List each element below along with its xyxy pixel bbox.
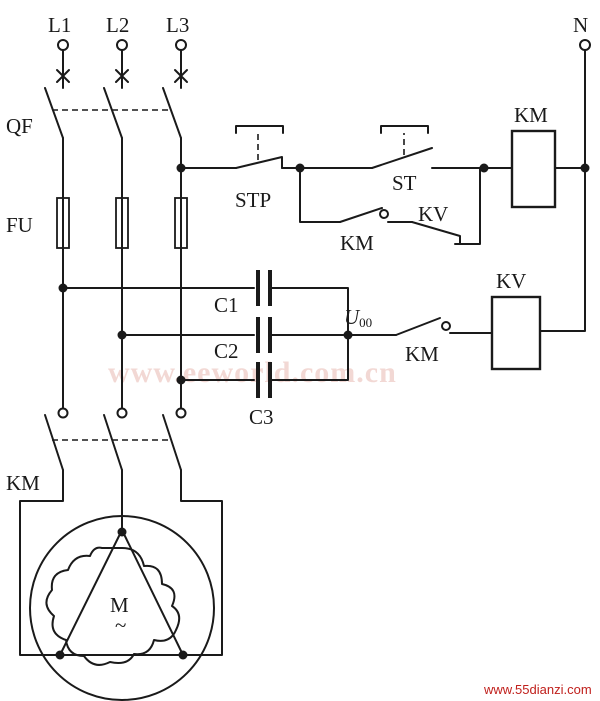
label-stop-button: STP <box>235 188 271 212</box>
supply-terminals <box>57 39 591 51</box>
fuses-fu <box>56 197 188 249</box>
label-main-contactor: KM <box>6 471 40 495</box>
label-km-coil: KM <box>514 103 548 127</box>
label-neutral: N <box>573 13 588 37</box>
terminal-l1 <box>57 39 69 51</box>
km-coil <box>510 129 557 209</box>
label-kv-contact: KV <box>418 202 448 226</box>
label-motor-ac: ~ <box>115 613 126 637</box>
label-l1: L1 <box>48 13 71 37</box>
hold-branch <box>299 167 481 245</box>
label-start-button: ST <box>392 171 417 195</box>
label-capacitor-c1: C1 <box>214 293 239 317</box>
label-l2: L2 <box>106 13 129 37</box>
junction-l2-c2 <box>117 330 127 340</box>
capacitor-c1 <box>256 270 272 306</box>
motor-star-winding <box>45 527 188 666</box>
label-breaker-qf: QF <box>6 114 33 138</box>
terminal-neutral <box>579 39 591 51</box>
kv-relay-coil <box>490 295 542 371</box>
label-kv-relay: KV <box>496 269 526 293</box>
terminal-l3 <box>175 39 187 51</box>
label-voltage-u00: U00 <box>344 305 372 330</box>
watermark: www.eeworld.com.cn <box>108 356 397 389</box>
main-contactor-km <box>44 407 187 471</box>
junction-l3-control <box>176 163 186 173</box>
label-km-relay-contact: KM <box>405 342 439 366</box>
terminal-l2 <box>116 39 128 51</box>
motor-m <box>29 515 215 701</box>
label-capacitor-c2: C2 <box>214 339 239 363</box>
capacitor-c2 <box>256 317 272 353</box>
footer-source: www.55dianzi.com <box>483 682 592 697</box>
breaker-qf <box>44 49 188 139</box>
start-button-st <box>299 125 485 169</box>
label-fuse-fu: FU <box>6 213 33 237</box>
label-motor: M <box>110 593 129 617</box>
capacitor-star-bus <box>269 287 349 381</box>
km-relay-contact <box>347 317 493 336</box>
junction-l3-c3 <box>176 375 186 385</box>
neutral-rail <box>539 49 586 332</box>
label-km-aux-contact: KM <box>340 231 374 255</box>
motor-feed-wires <box>19 469 223 656</box>
label-l3: L3 <box>166 13 189 37</box>
stop-button-stp <box>235 125 301 169</box>
label-capacitor-c3: C3 <box>249 405 274 429</box>
junction-l1-c1 <box>58 283 68 293</box>
phase-wires-upper <box>62 137 182 199</box>
